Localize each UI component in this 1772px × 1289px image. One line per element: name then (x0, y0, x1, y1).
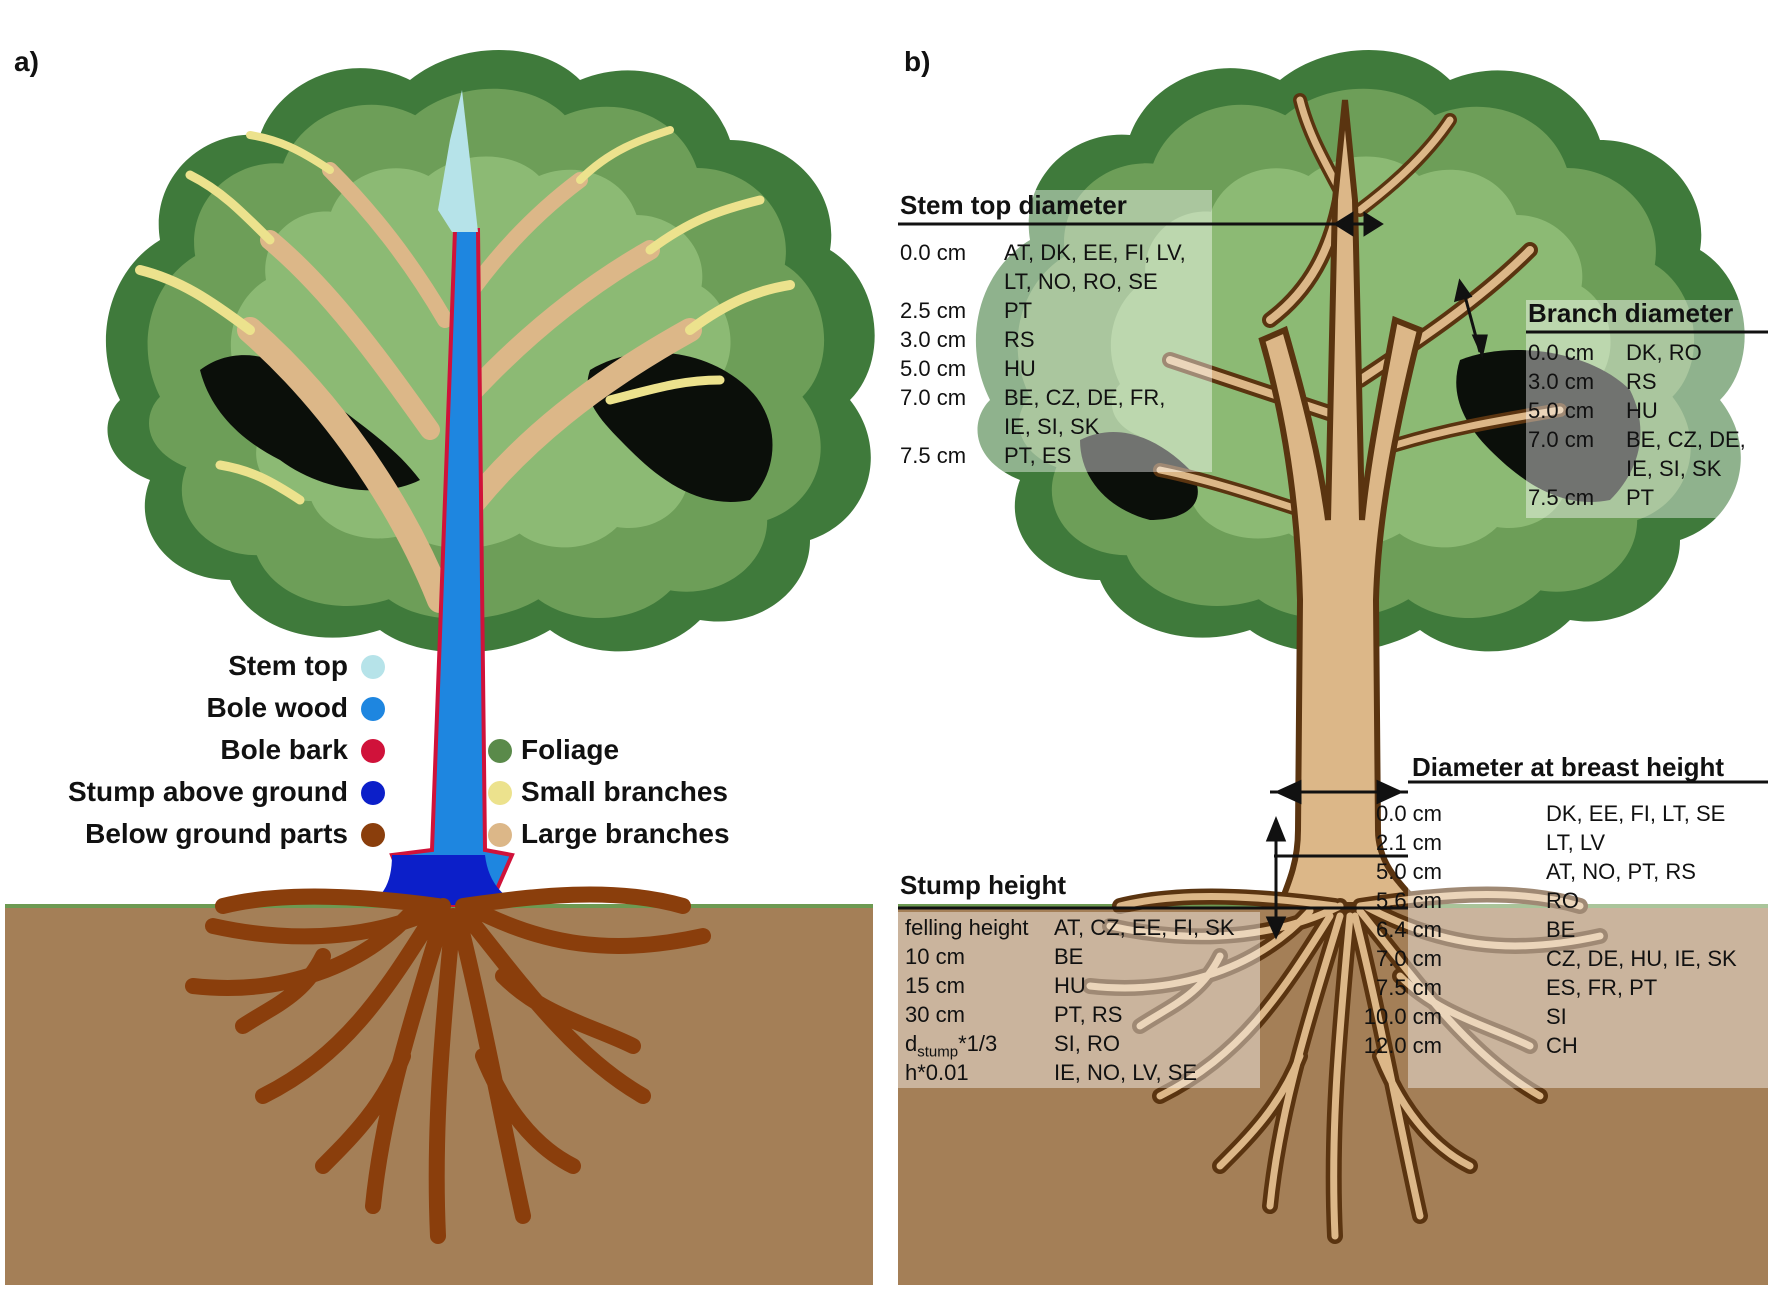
dbh-codes: CH (1546, 1033, 1578, 1058)
stump-value: h*0.01 (905, 1060, 969, 1085)
stem-top-value: 3.0 cm (900, 327, 967, 352)
stump-box (898, 912, 1260, 1088)
stem-top-value: 7.5 cm (900, 443, 967, 468)
dbh-value: 6.4 cm (1375, 917, 1442, 942)
stump-value: 30 cm (905, 1002, 965, 1027)
stem-top-codes: PT, ES (1004, 443, 1072, 468)
large-branches-dot (488, 823, 512, 847)
dbh-box (1408, 782, 1768, 1088)
stump-title: Stump height (900, 870, 1067, 900)
legend-label-large-branches: Large branches (521, 818, 730, 849)
stump-codes: AT, CZ, EE, FI, SK (1054, 915, 1235, 940)
stump-codes: BE (1054, 944, 1084, 969)
branch-value: 7.5 cm (1528, 485, 1595, 510)
branch-codes: DK, RO (1626, 340, 1702, 365)
legend-label-bole-bark: Bole bark (220, 734, 348, 765)
stump-subscript: stump (917, 1043, 959, 1061)
panel-b-art (898, 50, 1768, 1285)
stump-codes: IE, NO, LV, SE (1054, 1060, 1198, 1085)
stump-codes: PT, RS (1054, 1002, 1123, 1027)
stem-top-codes: AT, DK, EE, FI, LV, (1004, 240, 1186, 265)
small-branches-dot (488, 781, 512, 805)
stem-top-box (898, 190, 1212, 472)
branch-codes: IE, SI, SK (1626, 456, 1722, 481)
stump-codes: SI, RO (1054, 1031, 1121, 1056)
dbh-codes: CZ, DE, HU, IE, SK (1546, 946, 1737, 971)
stump-codes: HU (1054, 973, 1086, 998)
panel-a-art (5, 50, 875, 1285)
legend-label-stem-top: Stem top (228, 650, 348, 681)
stump-value-dstump: dstump*1/3 (905, 1029, 997, 1066)
legend-label-foliage: Foliage (521, 734, 620, 765)
dbh-codes: AT, NO, PT, RS (1546, 859, 1696, 884)
stem-top-value: 0.0 cm (900, 240, 967, 265)
branch-title: Branch diameter (1528, 298, 1734, 328)
branch-codes: PT (1626, 485, 1655, 510)
legend-label-below-ground: Below ground parts (85, 818, 348, 849)
stem-top-codes: IE, SI, SK (1004, 414, 1100, 439)
stump-d: d (905, 1031, 918, 1056)
stump-value: 10 cm (905, 944, 965, 969)
legend-label-stump: Stump above ground (68, 776, 348, 807)
branch-codes: RS (1626, 369, 1657, 394)
bole-bark-dot (361, 739, 385, 763)
dbh-value: 5.0 cm (1375, 859, 1442, 884)
stump-dot (361, 781, 385, 805)
branch-value: 7.0 cm (1528, 427, 1595, 452)
stem-top-codes: HU (1004, 356, 1036, 381)
dbh-codes: BE (1546, 917, 1576, 942)
stump-d-tail: *1/3 (958, 1031, 998, 1056)
stem-top-value: 5.0 cm (900, 356, 967, 381)
branch-value: 0.0 cm (1528, 340, 1595, 365)
stem-top-title: Stem top diameter (900, 190, 1127, 220)
stem-top-codes: PT (1004, 298, 1033, 323)
dbh-codes: LT, LV (1546, 830, 1606, 855)
dbh-codes: SI (1546, 1004, 1567, 1029)
dbh-value: 2.1 cm (1375, 830, 1442, 855)
panel-label-b: b) (904, 46, 931, 77)
dbh-value: 7.5 cm (1375, 975, 1442, 1000)
stem-top-value: 7.0 cm (900, 385, 967, 410)
dbh-codes: ES, FR, PT (1546, 975, 1658, 1000)
branch-value: 5.0 cm (1528, 398, 1595, 423)
dbh-value: 7.0 cm (1375, 946, 1442, 971)
branch-codes: BE, CZ, DE, (1626, 427, 1746, 452)
dbh-value: 0.0 cm (1375, 801, 1442, 826)
dbh-codes: RO (1546, 888, 1579, 913)
stem-top-codes: LT, NO, RO, SE (1004, 269, 1158, 294)
legend-label-bole-wood: Bole wood (206, 692, 348, 723)
dbh-value: 5.6 cm (1375, 888, 1442, 913)
stump-value: 15 cm (905, 973, 965, 998)
panel-label-a: a) (14, 46, 39, 77)
branch-value: 3.0 cm (1528, 369, 1595, 394)
legend-label-small-branches: Small branches (521, 776, 728, 807)
stump-value: felling height (905, 915, 1029, 940)
dbh-value: 10.0 cm (1363, 1004, 1442, 1029)
foliage-dot (488, 739, 512, 763)
branch-codes: HU (1626, 398, 1658, 423)
below-ground-dot (361, 823, 385, 847)
stem-top-dot (361, 655, 385, 679)
stem-top-value: 2.5 cm (900, 298, 967, 323)
stem-top-codes: RS (1004, 327, 1035, 352)
stem-top-codes: BE, CZ, DE, FR, (1004, 385, 1166, 410)
dbh-codes: DK, EE, FI, LT, SE (1546, 801, 1726, 826)
branch-box (1526, 300, 1768, 518)
dbh-title: Diameter at breast height (1412, 752, 1725, 782)
dbh-value: 12.0 cm (1363, 1033, 1442, 1058)
bole-wood-dot (361, 697, 385, 721)
